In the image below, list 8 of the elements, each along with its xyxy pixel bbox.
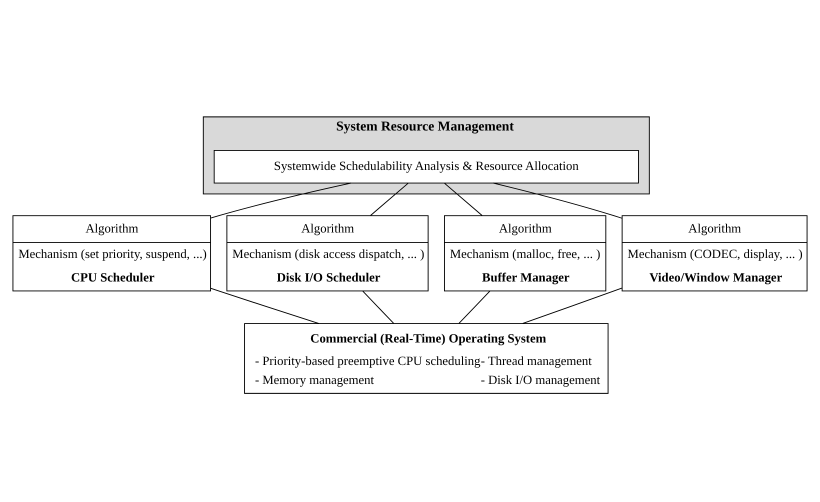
connector xyxy=(370,182,409,216)
connector xyxy=(458,290,490,324)
node-box: Commercial (Real-Time) Operating System - Priority-based preemptive CPU scheduling- Thread management - Memory management - Disk I/O management xyxy=(244,322,609,394)
connector xyxy=(444,182,483,216)
connector xyxy=(522,287,622,324)
node-box: Systemwide Schedulability Analysis & Resource Allocation xyxy=(214,149,639,183)
connector xyxy=(210,287,320,324)
connector xyxy=(362,290,394,324)
